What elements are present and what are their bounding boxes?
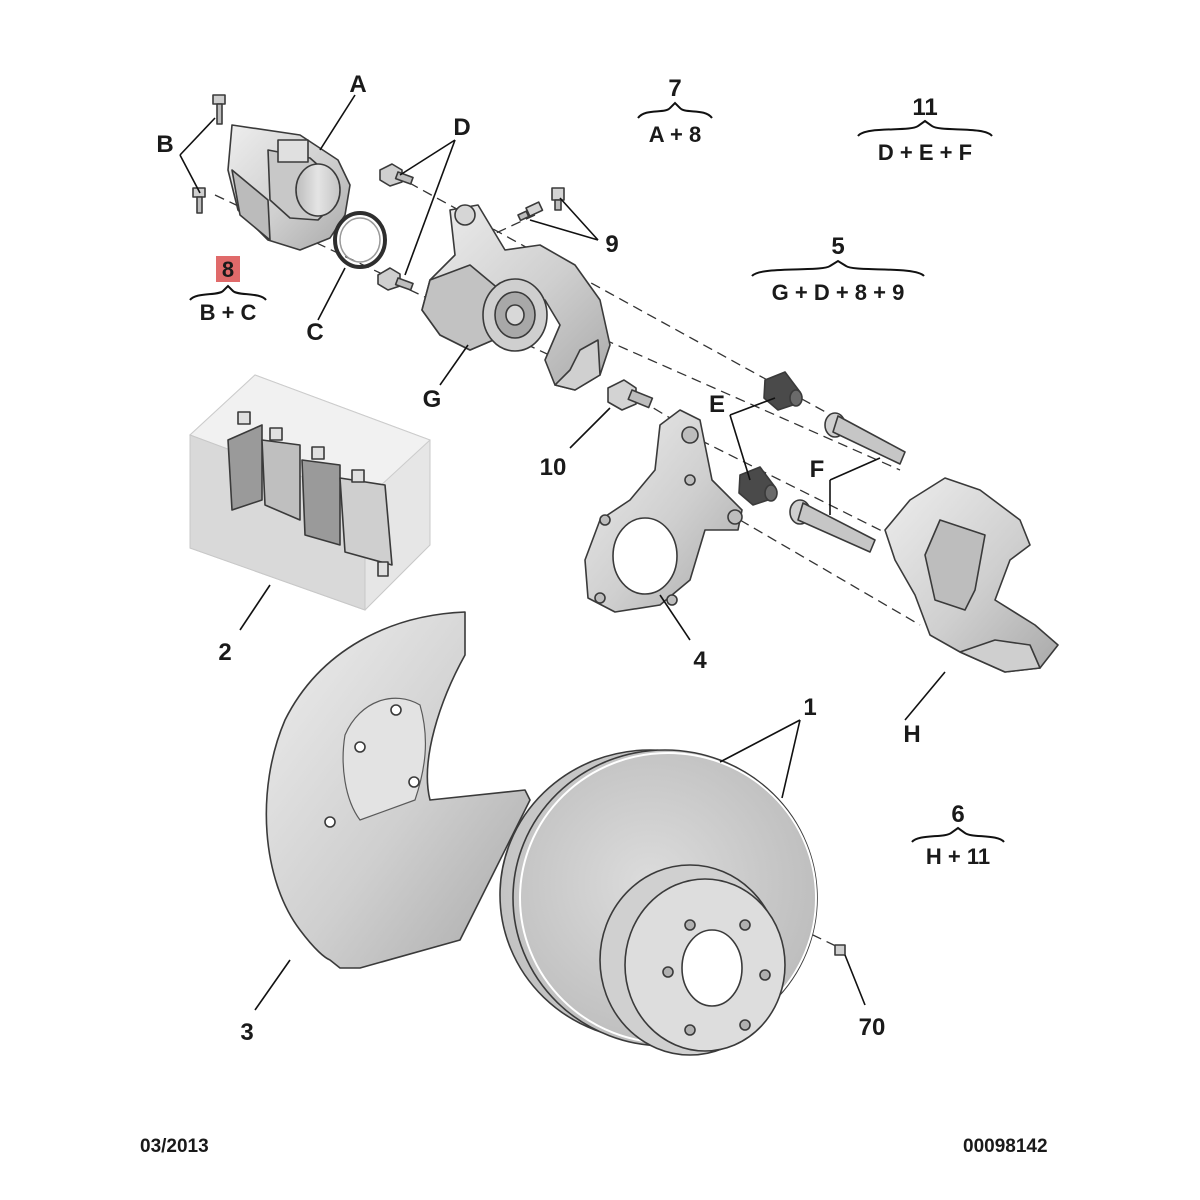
group-8-formula: B + C: [200, 300, 257, 325]
label-70: 70: [859, 1014, 886, 1041]
group-6: 6 H + 11: [911, 801, 1005, 869]
brake-disc-part-1: [499, 749, 818, 1056]
label-9: 9: [605, 231, 618, 258]
bleed-screw-9-lower: [517, 201, 544, 222]
bolt-d-upper: [379, 163, 414, 187]
label-e: E: [709, 391, 725, 418]
group-5: 5 G + D + 8 + 9: [751, 233, 925, 305]
highlight-box: [216, 256, 240, 282]
guide-pin-f-upper: [824, 412, 906, 465]
caliper-motor-part-a: [227, 124, 351, 251]
bolt-b-upper: [212, 94, 226, 125]
group-8-number: 8: [222, 257, 234, 282]
o-ring-part-c: [333, 211, 387, 269]
label-1: 1: [803, 694, 816, 721]
screw-part-70: [834, 944, 846, 956]
bushing-e-lower: [738, 466, 778, 506]
leader-lines: [179, 94, 946, 1011]
bolt-d-lower: [377, 267, 414, 291]
group-5-formula: G + D + 8 + 9: [772, 280, 905, 305]
group-11: 11 D + E + F: [857, 94, 993, 165]
group-8: 8 B + C: [189, 256, 267, 325]
label-g: G: [423, 386, 442, 413]
label-3: 3: [240, 1019, 253, 1046]
brake-pads-part-2: [189, 374, 431, 611]
anchor-bracket-part-4: [584, 409, 743, 613]
label-c: C: [306, 319, 323, 346]
label-4: 4: [693, 647, 707, 674]
bolt-part-10: [607, 379, 654, 411]
group-11-number: 11: [912, 94, 937, 121]
label-10: 10: [540, 454, 567, 481]
label-f: F: [810, 456, 825, 483]
label-2: 2: [218, 639, 231, 666]
label-b: B: [156, 131, 173, 158]
group-5-number: 5: [831, 233, 844, 260]
label-d: D: [453, 114, 470, 141]
bleed-screw-9-upper: [551, 187, 565, 211]
footer-date: 03/2013: [140, 1136, 209, 1157]
group-7: 7 A + 8: [637, 75, 713, 147]
dust-shield-part-3: [265, 611, 531, 969]
group-11-formula: D + E + F: [878, 140, 972, 165]
label-a: A: [349, 71, 366, 98]
caliper-body-part-g: [421, 204, 611, 391]
group-6-formula: H + 11: [926, 844, 990, 869]
footer-reference: 00098142: [963, 1136, 1048, 1157]
group-7-formula: A + 8: [649, 122, 701, 147]
group-6-number: 6: [951, 801, 964, 828]
label-h: H: [903, 721, 920, 748]
guide-pin-f-lower: [789, 499, 876, 553]
bushing-e-upper: [763, 371, 803, 411]
group-7-number: 7: [668, 75, 681, 102]
caliper-carrier-part-h: [884, 477, 1059, 673]
